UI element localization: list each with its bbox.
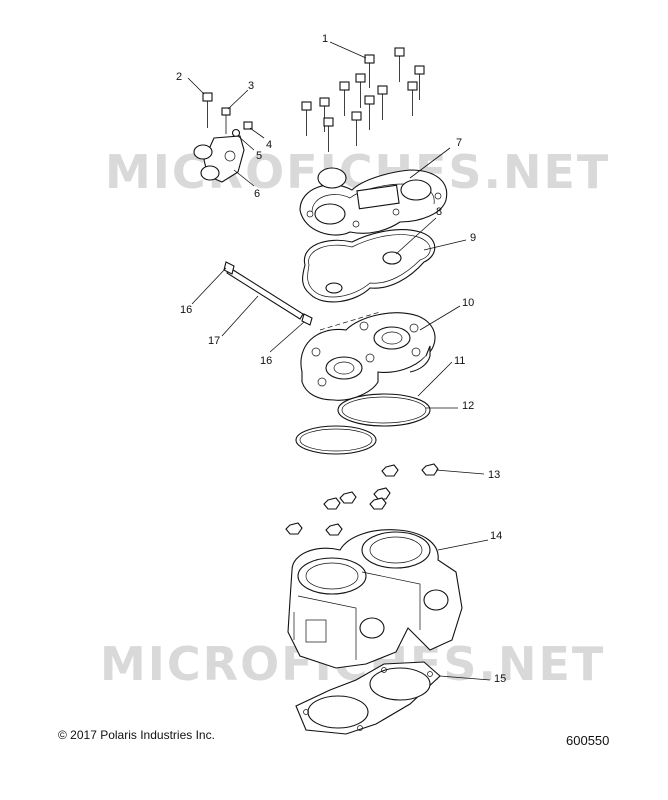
leader-lines: [187, 41, 491, 681]
cylinder-nuts: [285, 463, 439, 536]
head-seal-gasket: [302, 229, 436, 303]
callout-3: 3: [248, 80, 254, 92]
cylinder-head-bolts: [301, 47, 425, 152]
bolt-2: [202, 92, 213, 128]
callout-16-left: 16: [180, 304, 192, 316]
bolt-3: [221, 107, 231, 134]
callout-17: 17: [208, 335, 220, 347]
callout-9: 9: [470, 232, 476, 244]
callout-4: 4: [266, 139, 272, 151]
callout-5: 5: [256, 150, 262, 162]
callout-8: 8: [436, 206, 442, 218]
callout-14: 14: [490, 530, 502, 542]
callout-13: 13: [488, 469, 500, 481]
sensor-4: [243, 121, 253, 130]
plug-16-right: [301, 313, 313, 326]
washer-5: [231, 128, 241, 138]
cylinder-block: [287, 529, 463, 669]
callout-1: 1: [322, 33, 328, 45]
base-gasket: [295, 661, 441, 735]
callout-6: 6: [254, 188, 260, 200]
o-ring-11: [337, 393, 431, 427]
cylinder-head-cover: [299, 167, 448, 236]
o-ring-8: [382, 251, 402, 265]
callout-labels: 1 2 3 4 5 6 7 8 9 10 11 12 13 14 15 16 1…: [176, 33, 506, 685]
callout-7: 7: [456, 137, 462, 149]
o-ring-12: [295, 425, 377, 455]
callout-16-right: 16: [260, 355, 272, 367]
callout-12: 12: [462, 400, 474, 412]
figure-number: 600550: [566, 733, 610, 748]
cylinder-head: [300, 311, 436, 401]
callout-15: 15: [494, 673, 506, 685]
callout-11: 11: [454, 355, 465, 367]
plug-16-left: [223, 261, 235, 275]
callout-2: 2: [176, 71, 182, 83]
callout-10: 10: [462, 297, 474, 309]
coolant-tube: [226, 267, 304, 320]
copyright-text: © 2017 Polaris Industries Inc.: [58, 728, 215, 742]
